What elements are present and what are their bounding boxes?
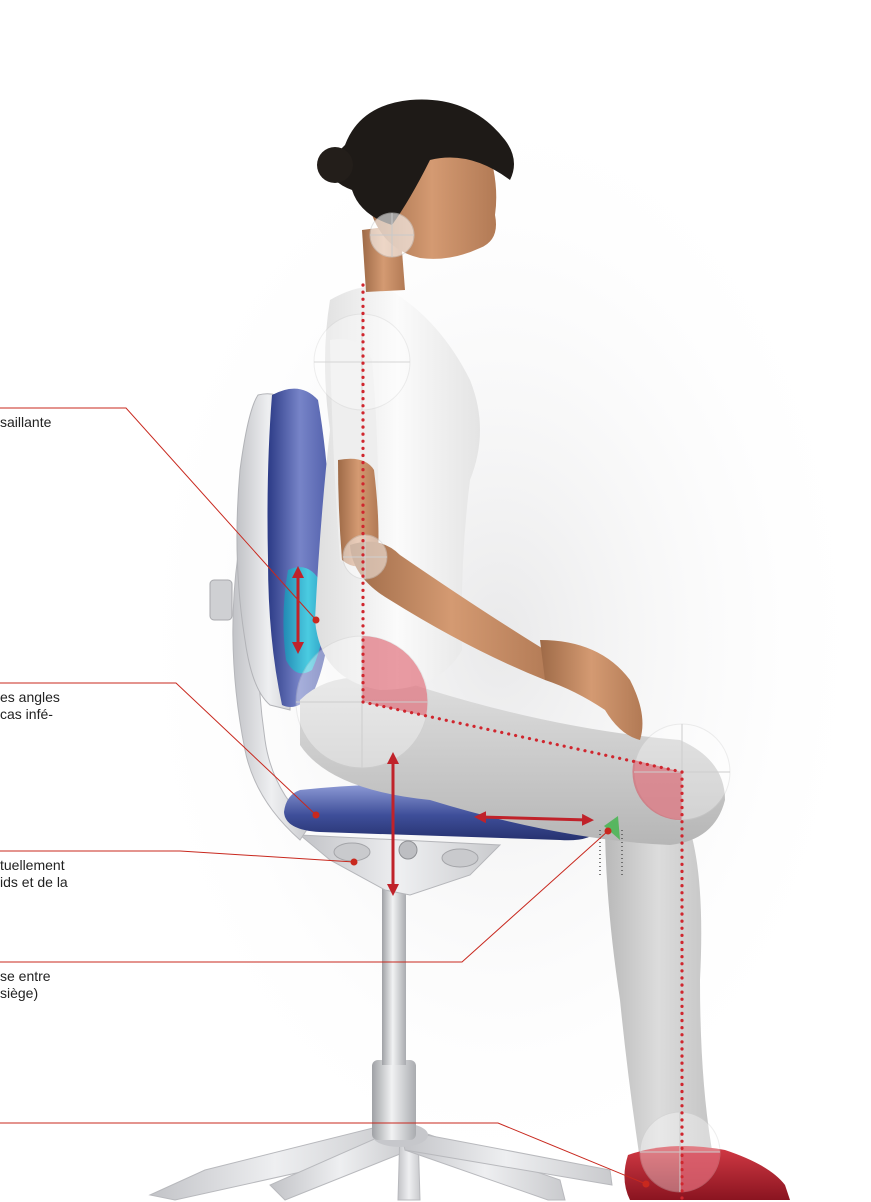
callout-3-line-1: tuellement (0, 857, 68, 874)
backrest-knob (210, 580, 232, 620)
callout-4-line-1: se entre (0, 968, 51, 985)
adjust-knob-left (334, 843, 370, 861)
leader-dot-1 (313, 617, 320, 624)
callout-label-4: se entre siège) (0, 968, 51, 1002)
callout-4-line-2: siège) (0, 985, 51, 1002)
hair-bun (317, 147, 353, 183)
leader-dot-2 (313, 812, 320, 819)
callout-label-3: tuellement ids et de la (0, 857, 68, 891)
callout-2-line-1: es angles (0, 689, 60, 706)
callout-3-line-2: ids et de la (0, 874, 68, 891)
adjust-knob-right (442, 849, 478, 867)
callout-2-line-2: cas infé- (0, 706, 60, 723)
tilt-knob (399, 841, 417, 859)
leader-dot-4 (605, 828, 612, 835)
callout-label-1: saillante (0, 414, 51, 431)
leader-dot-5 (643, 1181, 650, 1188)
ankle-marker (640, 1112, 720, 1192)
elbow-marker (343, 535, 387, 579)
callout-label-2: es angles cas infé- (0, 689, 60, 723)
ear-marker (370, 213, 414, 257)
gas-cylinder (372, 1060, 416, 1140)
chair-pole (382, 880, 406, 1065)
callout-1-line-1: saillante (0, 414, 51, 431)
leader-dot-3 (351, 859, 358, 866)
